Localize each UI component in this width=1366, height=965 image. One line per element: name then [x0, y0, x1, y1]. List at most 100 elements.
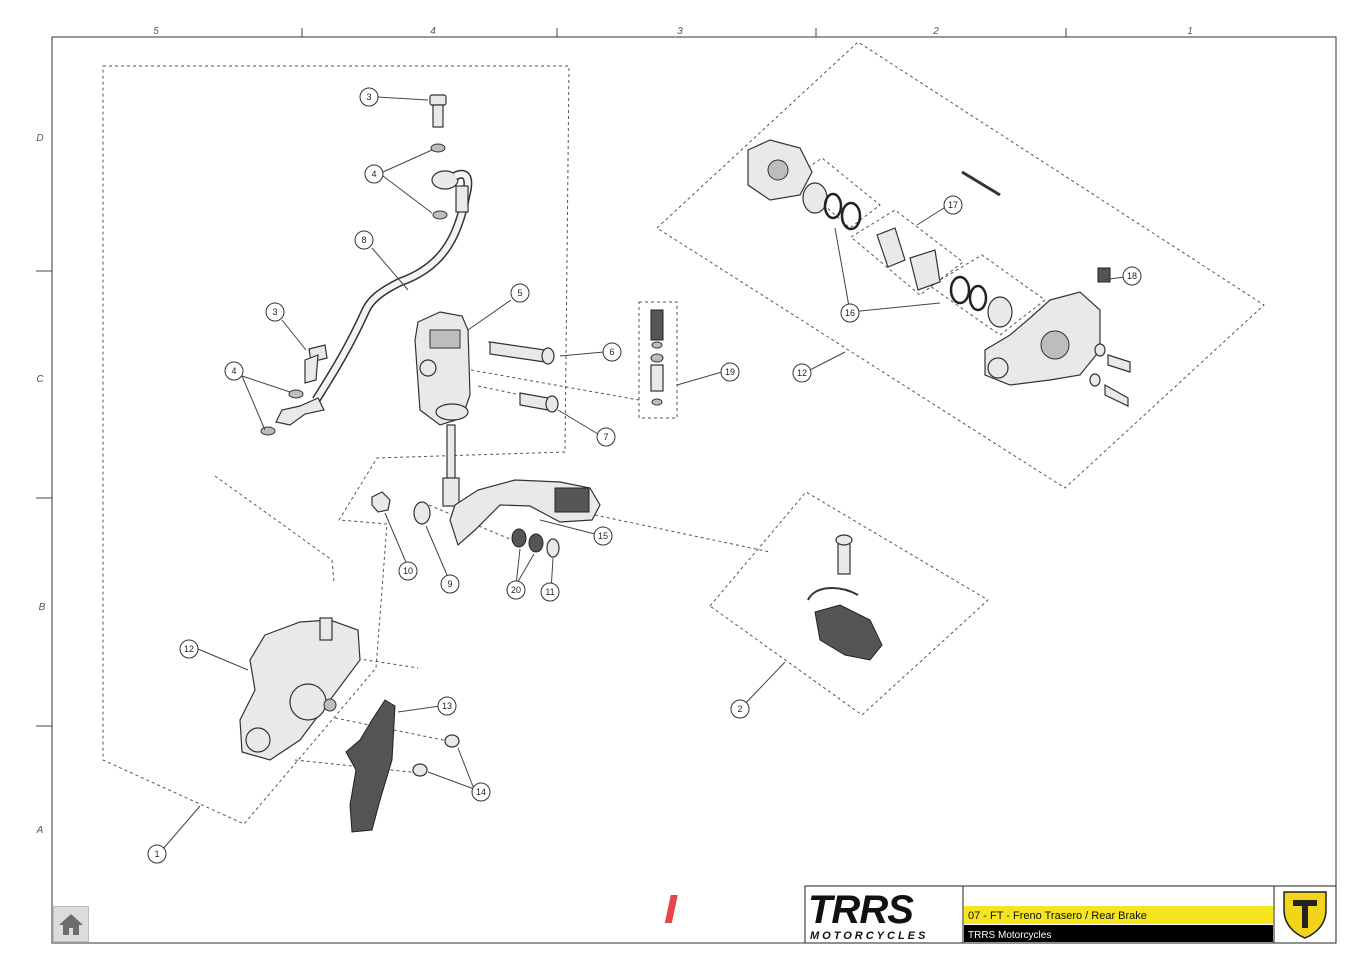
callout-17[interactable]: 17 — [943, 195, 963, 215]
title-block: TRRS MOTORCYCLES 07 - FT - Freno Trasero… — [664, 885, 1337, 944]
caliper-bolts-part — [1089, 343, 1131, 407]
callout-7[interactable]: 7 — [596, 427, 616, 447]
caliper-bracket-part — [345, 699, 396, 833]
subtitle-bar — [964, 925, 1273, 942]
logo-accent — [664, 895, 678, 923]
svg-text:8: 8 — [361, 235, 366, 245]
seal-kit-boundary-2 — [929, 254, 1046, 336]
seal-part — [511, 528, 527, 548]
grid-row-label: D — [36, 133, 43, 144]
grid-top — [301, 28, 1067, 37]
pads-boundary — [850, 209, 964, 296]
leader-lines — [162, 96, 1126, 850]
brake-pads-part — [876, 227, 941, 291]
home-icon — [59, 914, 83, 935]
pin-part — [961, 170, 1001, 197]
grid-col-label: 4 — [430, 26, 436, 37]
callout-16[interactable]: 16 — [840, 303, 860, 323]
callout-9[interactable]: 9 — [440, 574, 460, 594]
callout-20[interactable]: 20 — [506, 580, 526, 600]
svg-text:18: 18 — [1127, 271, 1137, 281]
svg-text:7: 7 — [603, 432, 608, 442]
svg-text:9: 9 — [447, 579, 452, 589]
banjo-bolt-part — [429, 94, 447, 153]
footrest-part — [807, 534, 883, 661]
washer-9-part — [413, 501, 431, 525]
assembly-12-boundary — [656, 41, 1265, 489]
callout-3-left[interactable]: 3 — [265, 302, 285, 322]
svg-text:3: 3 — [366, 92, 371, 102]
drawing-subtitle: TRRS Motorcycles — [968, 930, 1051, 941]
trrs-logo: TRRS MOTORCYCLES — [664, 888, 928, 942]
callout-3-top[interactable]: 3 — [359, 87, 379, 107]
brake-hose-part — [275, 169, 473, 426]
callout-4-top[interactable]: 4 — [364, 164, 384, 184]
callout-13[interactable]: 13 — [437, 696, 457, 716]
svg-text:12: 12 — [184, 644, 194, 654]
drawing-border — [51, 36, 1337, 944]
svg-text:3: 3 — [272, 307, 277, 317]
grid-col-label: 3 — [677, 26, 683, 37]
svg-text:20: 20 — [511, 585, 521, 595]
svg-text:10: 10 — [403, 566, 413, 576]
grid-col-label: 2 — [932, 26, 939, 37]
valve-kit-boundary — [638, 301, 678, 419]
assembly-1-boundary — [102, 65, 570, 825]
master-cylinder-part — [414, 311, 471, 507]
piston-seals-part — [802, 182, 862, 231]
washer-11-part — [546, 538, 560, 558]
banjo-bolt-small-part — [304, 344, 328, 384]
callout-10[interactable]: 10 — [398, 561, 418, 581]
callout-15[interactable]: 15 — [593, 526, 613, 546]
svg-text:4: 4 — [371, 169, 376, 179]
grid-col-label: 5 — [153, 26, 159, 37]
drawing-title: 07 - FT - Freno Trasero / Rear Brake — [968, 910, 1147, 922]
home-button[interactable] — [53, 906, 89, 942]
grid-left — [36, 270, 52, 727]
screw-part — [412, 734, 460, 777]
callout-18[interactable]: 18 — [1122, 266, 1142, 286]
washer-part — [260, 426, 276, 436]
callout-8[interactable]: 8 — [354, 230, 374, 250]
svg-text:1: 1 — [154, 849, 159, 859]
piston-seals-right-part — [949, 275, 1013, 328]
logo-letters: TRRS — [808, 888, 914, 932]
svg-text:4: 4 — [231, 366, 236, 376]
callout-19[interactable]: 19 — [720, 362, 740, 382]
callout-2[interactable]: 2 — [730, 699, 750, 719]
bolt-7-part — [519, 392, 559, 413]
svg-text:11: 11 — [545, 587, 554, 597]
logo-subtitle: MOTORCYCLES — [810, 930, 928, 942]
svg-text:6: 6 — [609, 347, 614, 357]
title-bar — [964, 906, 1273, 924]
svg-text:19: 19 — [725, 367, 735, 377]
callout-11[interactable]: 11 — [540, 582, 560, 602]
svg-text:12: 12 — [797, 368, 807, 378]
grid-row-label: C — [36, 374, 44, 385]
rear-caliper-left-part — [239, 617, 361, 761]
caliper-half-bottom-part — [984, 267, 1111, 386]
callout-1[interactable]: 1 — [147, 844, 167, 864]
svg-text:5: 5 — [517, 288, 522, 298]
callout-14[interactable]: 14 — [471, 782, 491, 802]
bolt-6-part — [489, 341, 555, 365]
svg-text:13: 13 — [442, 701, 452, 711]
svg-text:17: 17 — [948, 200, 958, 210]
grid-row-label: B — [39, 602, 46, 613]
seal-part — [528, 533, 544, 553]
callout-12-right[interactable]: 12 — [792, 363, 812, 383]
callout-5[interactable]: 5 — [510, 283, 530, 303]
caliper-half-top-part — [747, 139, 813, 201]
callout-4-left[interactable]: 4 — [224, 361, 244, 381]
trrs-shield-icon — [1283, 891, 1327, 939]
valve-kit-part — [650, 309, 664, 406]
callout-12-left[interactable]: 12 — [179, 639, 199, 659]
svg-text:TRRS: TRRS — [808, 888, 914, 932]
callout-6[interactable]: 6 — [602, 342, 622, 362]
svg-text:2: 2 — [737, 704, 742, 714]
seal-kit-boundary — [792, 157, 881, 229]
brake-pedal-part — [449, 479, 601, 547]
svg-text:15: 15 — [598, 531, 608, 541]
svg-text:16: 16 — [845, 308, 855, 318]
